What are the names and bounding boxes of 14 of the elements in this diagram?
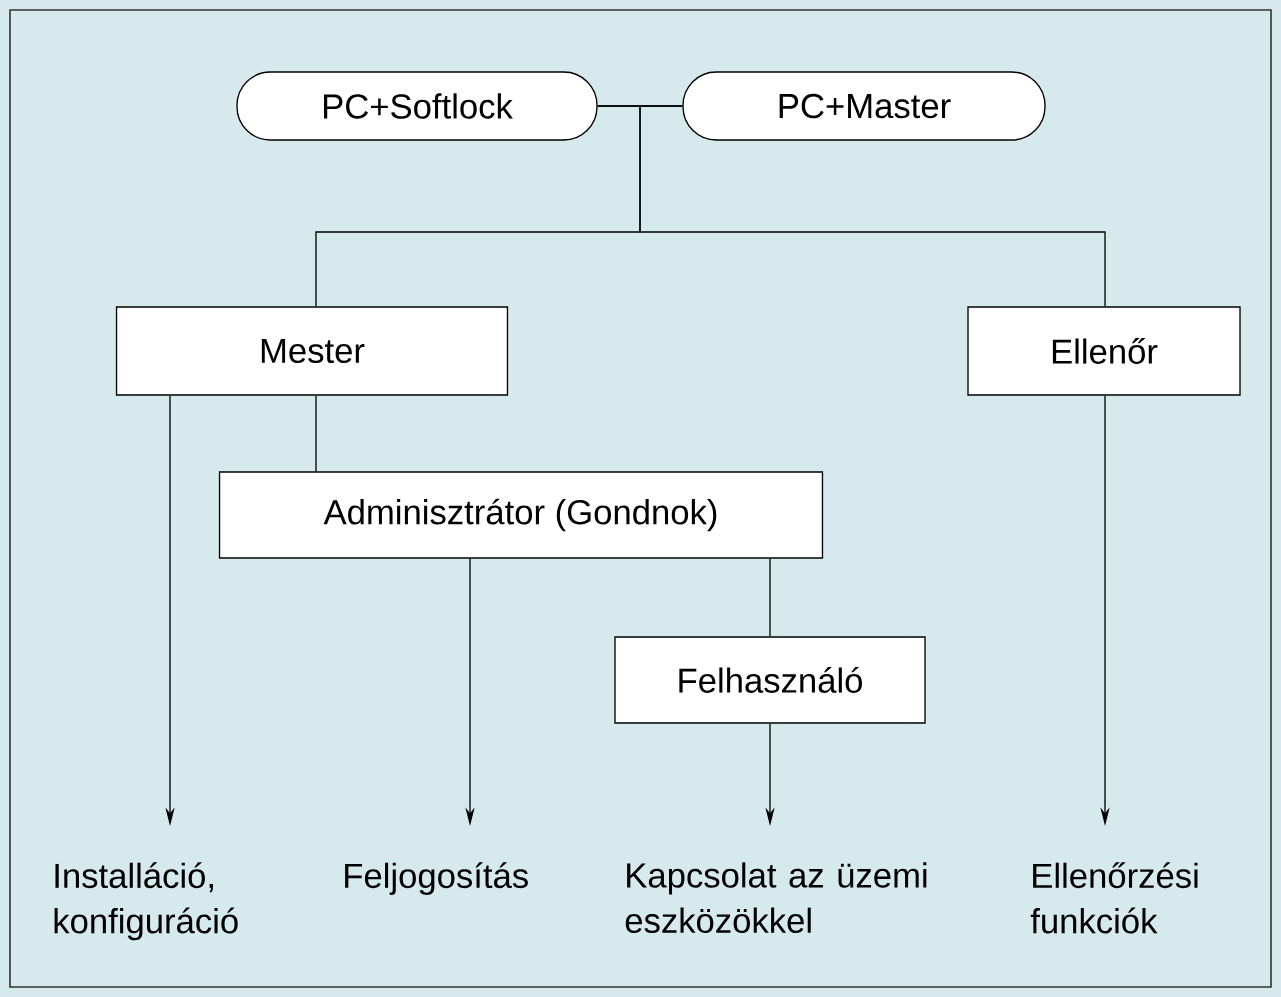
- connector-line: [315, 105, 641, 307]
- role-box: Adminisztrátor (Gondnok): [218, 471, 824, 559]
- role-box: Mester: [115, 306, 509, 396]
- terminal-box: PC+Softlock: [236, 71, 598, 141]
- role-box: Felhasználó: [614, 636, 926, 724]
- connector-line: [769, 558, 771, 637]
- function-label: Feljogosítás: [345, 862, 528, 895]
- connector-line: [639, 105, 1106, 307]
- terminal-box: PC+Master: [682, 71, 1046, 141]
- role-box: Ellenőr: [967, 306, 1241, 396]
- function-label: Kapcsolat az üzemi eszközökkel: [625, 862, 927, 934]
- function-label: Installáció, konfiguráció: [54, 862, 238, 941]
- connector-line: [315, 395, 317, 472]
- function-label: Ellenőrzési funkciók: [1030, 862, 1198, 934]
